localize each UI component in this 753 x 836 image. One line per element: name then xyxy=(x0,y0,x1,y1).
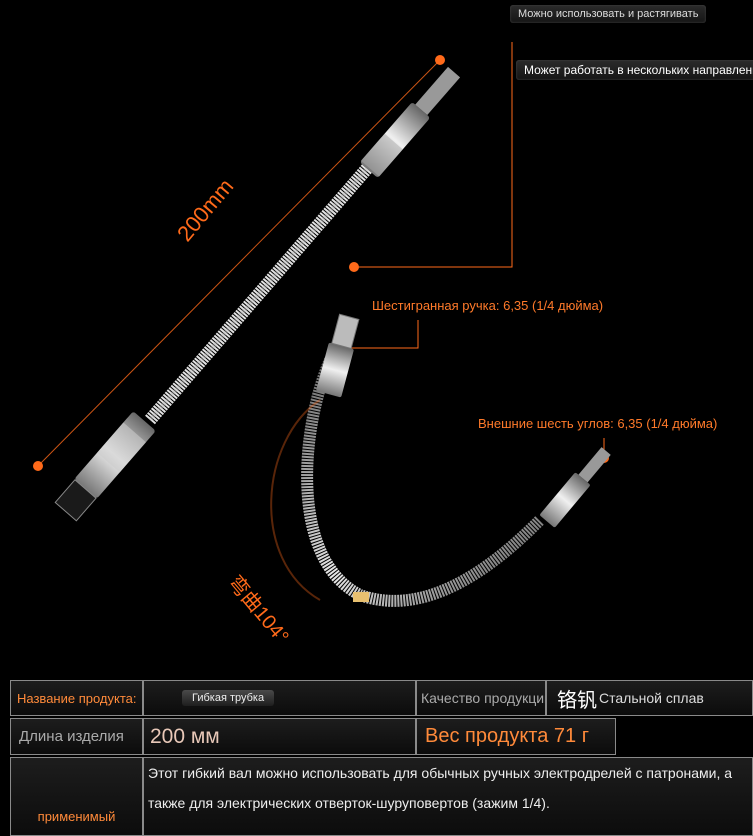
weight-value: Вес продукта 71 г xyxy=(425,725,590,747)
flexible-shaft-illustration xyxy=(33,42,611,607)
callout-outer-hex: Внешние шесть углов: 6,35 (1/4 дюйма) xyxy=(478,416,718,431)
dimension-dot-end xyxy=(435,55,445,65)
usage-text-cell: Этот гибкий вал можно использовать для о… xyxy=(143,757,753,836)
name-value-cell: Гибкая трубка xyxy=(143,680,416,716)
callout-stretch: Можно использовать и растягивать xyxy=(510,5,707,23)
usage-text: Этот гибкий вал можно использовать для о… xyxy=(148,765,733,811)
name-label-cell: Название продукта: xyxy=(10,680,143,716)
length-value: 200 мм xyxy=(150,724,220,748)
straight-shaft xyxy=(54,66,461,522)
callout-line-hex-handle xyxy=(345,320,419,349)
usage-label-cell: применимый xyxy=(10,757,143,836)
bend-arc xyxy=(270,399,321,601)
quality-value: Стальной сплав xyxy=(599,690,704,706)
quality-cn: 铬钒 xyxy=(557,687,597,712)
callout-directions: Может работать в нескольких направлениях xyxy=(516,60,753,80)
name-label: Название продукта: xyxy=(17,690,137,706)
quality-value-cell: 铬钒 Стальной сплав xyxy=(546,680,753,716)
usage-label: применимый xyxy=(37,809,116,824)
length-label: Длина изделия xyxy=(19,728,124,745)
weight-cell: Вес продукта 71 г xyxy=(416,718,616,755)
product-photo: Можно использовать и растягивать Может р… xyxy=(33,5,753,649)
callout-hex-handle: Шестигранная ручка: 6,35 (1/4 дюйма) xyxy=(372,298,604,313)
quality-label: Качество продукции xyxy=(421,690,546,706)
length-value-cell: 200 мм xyxy=(143,718,416,755)
bent-shaft xyxy=(301,313,611,607)
callout-dot-directions xyxy=(349,262,359,272)
dimension-dot-start xyxy=(33,461,43,471)
spec-table: Название продукта: Гибкая трубка Качеств… xyxy=(0,668,753,836)
callout-line-directions xyxy=(354,42,513,268)
length-label-cell: Длина изделия xyxy=(10,718,143,755)
dimension-line xyxy=(37,59,441,467)
name-value: Гибкая трубка xyxy=(182,690,275,706)
brass-ring xyxy=(353,592,369,602)
quality-label-cell: Качество продукции xyxy=(416,680,546,716)
